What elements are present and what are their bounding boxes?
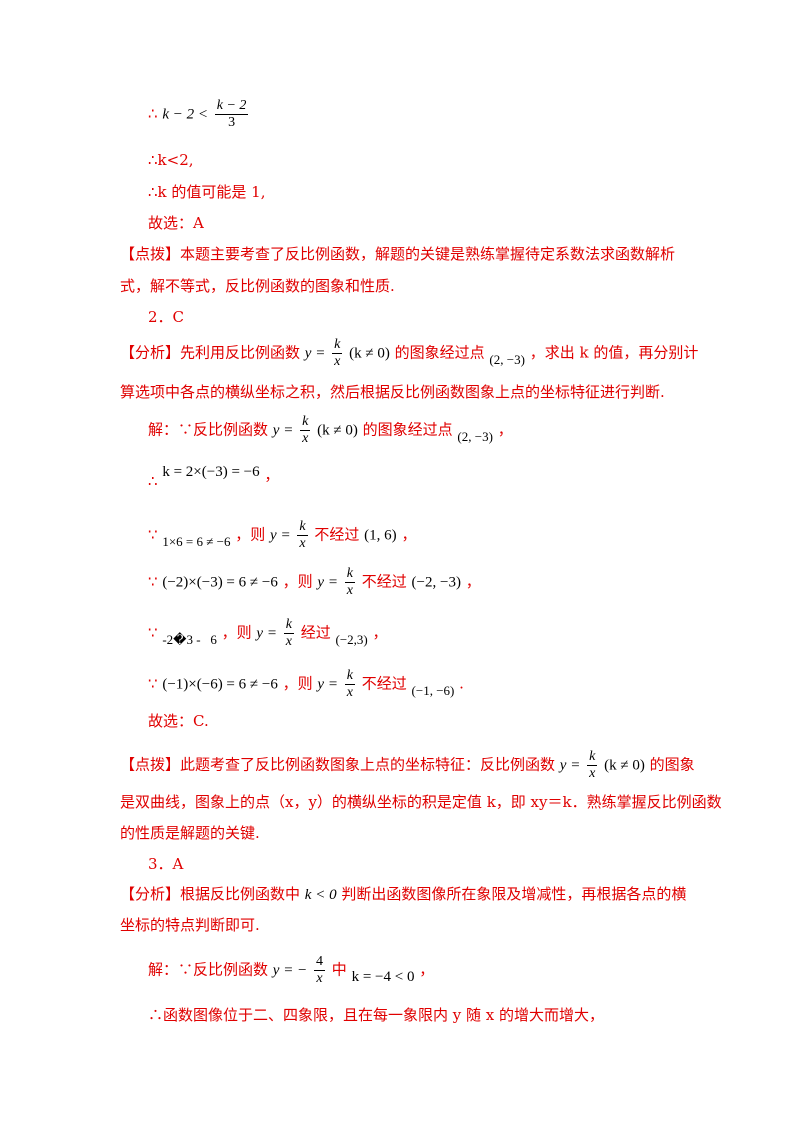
text-line: ∴k<2,: [148, 151, 194, 169]
analysis-line: 【分析】根据反比例函数中 k < 0 判断出函数图像所在象限及增减性，再根据各点…: [120, 885, 687, 903]
text-line: 的性质是解题的关键.: [120, 824, 260, 842]
text-line: 坐标的特点判断即可.: [120, 916, 260, 934]
text-line: 故选：A: [148, 214, 204, 232]
text-line: 【点拨】本题主要考查了反比例函数，解题的关键是熟练掌握待定系数法求函数解析: [120, 245, 676, 263]
solution-line: ∴ k = 2×(−3) = −6 ，: [148, 464, 280, 490]
text-line: 是双曲线，图象上的点（x，y）的横纵坐标的积是定值 k，即 xy＝k．熟练掌握反…: [120, 793, 722, 811]
text-line: 故选：C.: [148, 712, 209, 730]
math-expression: k − 2 <: [162, 106, 208, 123]
text-line: ∴k 的值可能是 1,: [148, 183, 266, 201]
text-line: 算选项中各点的横纵坐标之积，然后根据反比例函数图象上点的坐标特征进行判断.: [120, 383, 665, 401]
text-line: ∴函数图像位于二、四象限，且在每一象限内 y 随 x 的增大而增大，: [148, 1006, 605, 1024]
text-line: 式，解不等式，反比例函数的图象和性质.: [120, 277, 395, 295]
therefore-symbol: ∴: [148, 104, 158, 123]
section-number: 2．C: [148, 308, 185, 326]
section-number: 3．A: [148, 855, 184, 873]
